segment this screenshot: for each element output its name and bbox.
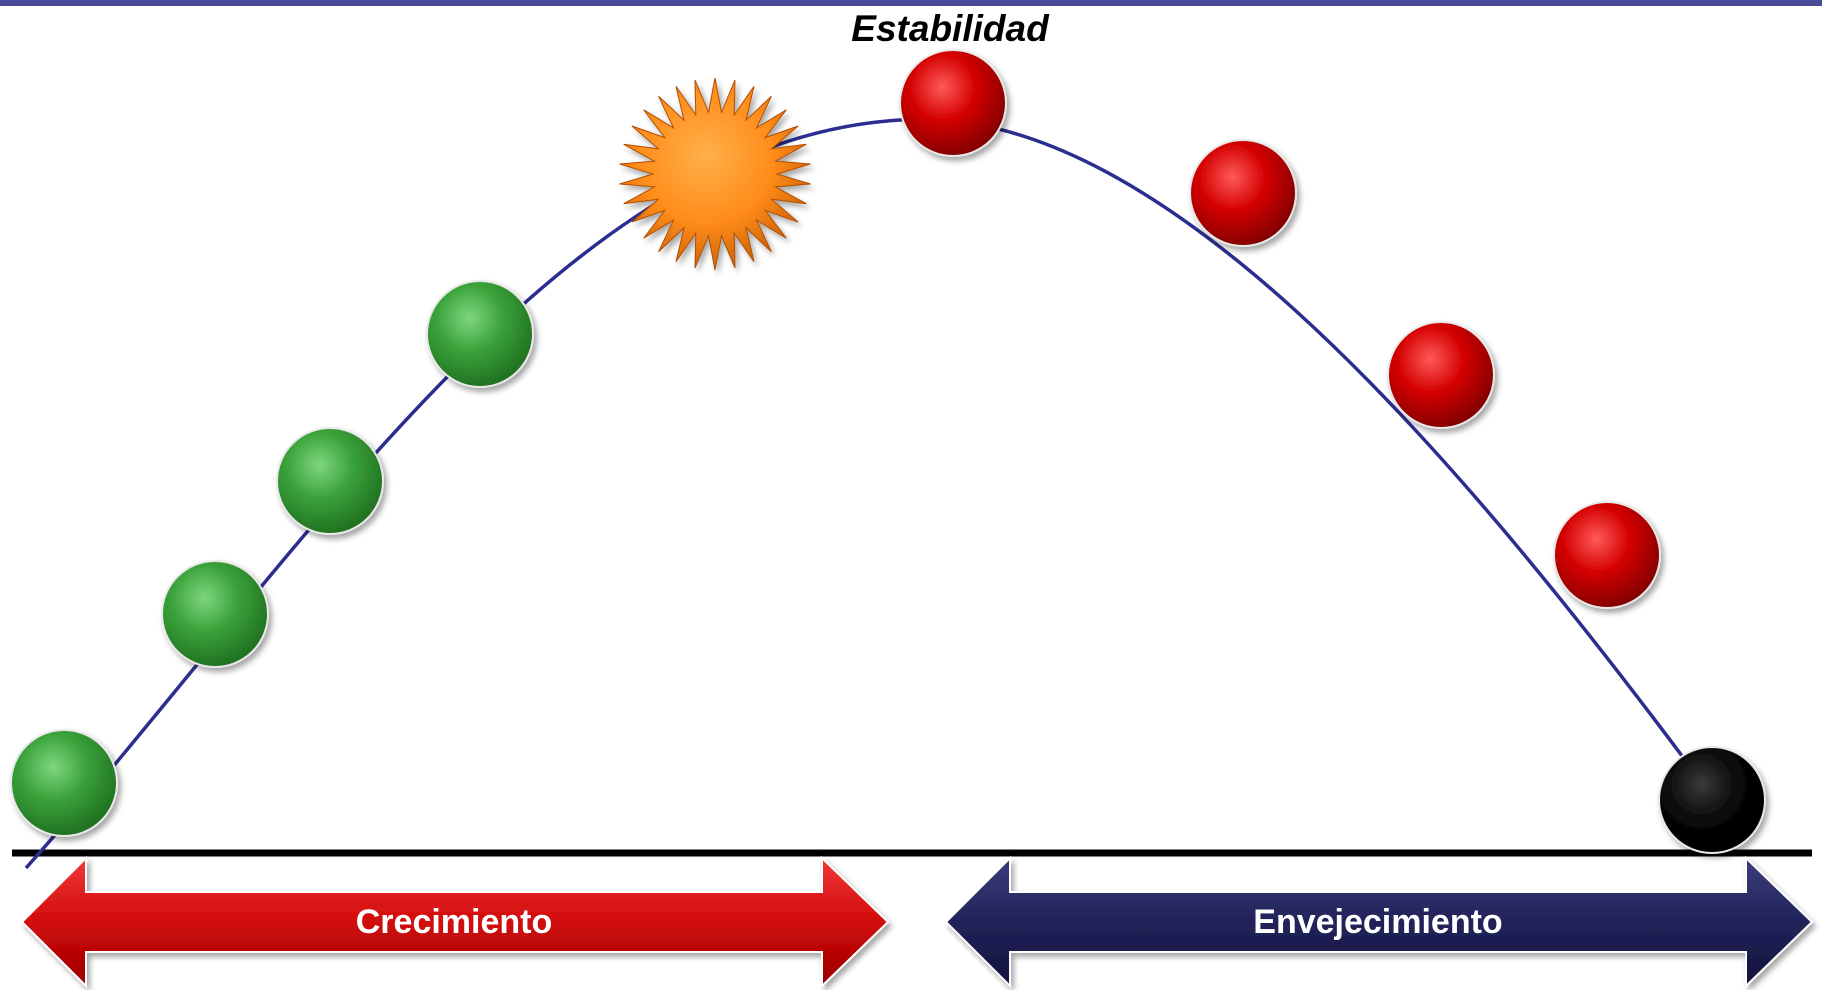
top-accent-bar bbox=[0, 0, 1822, 6]
growth-arrow-label: Crecimiento bbox=[355, 903, 553, 941]
peak-starburst-icon bbox=[619, 77, 811, 271]
aging-circle-1 bbox=[899, 49, 1007, 157]
growth-circle-1 bbox=[10, 729, 118, 837]
growth-circles bbox=[10, 280, 534, 837]
end-black-circle bbox=[1658, 746, 1766, 854]
growth-circle-4 bbox=[426, 280, 534, 388]
aging-arrow-label: Envejecimiento bbox=[1253, 903, 1503, 941]
growth-circle-2 bbox=[161, 560, 269, 668]
aging-arrow bbox=[944, 855, 1814, 989]
end-circle bbox=[1658, 746, 1766, 854]
aging-circles bbox=[899, 49, 1661, 609]
growth-arrow bbox=[20, 855, 890, 989]
life-cycle-curve bbox=[24, 117, 1702, 870]
aging-circle-2 bbox=[1189, 139, 1297, 247]
growth-circle-3 bbox=[276, 427, 384, 535]
aging-circle-4 bbox=[1553, 501, 1661, 609]
aging-circle-3 bbox=[1387, 321, 1495, 429]
